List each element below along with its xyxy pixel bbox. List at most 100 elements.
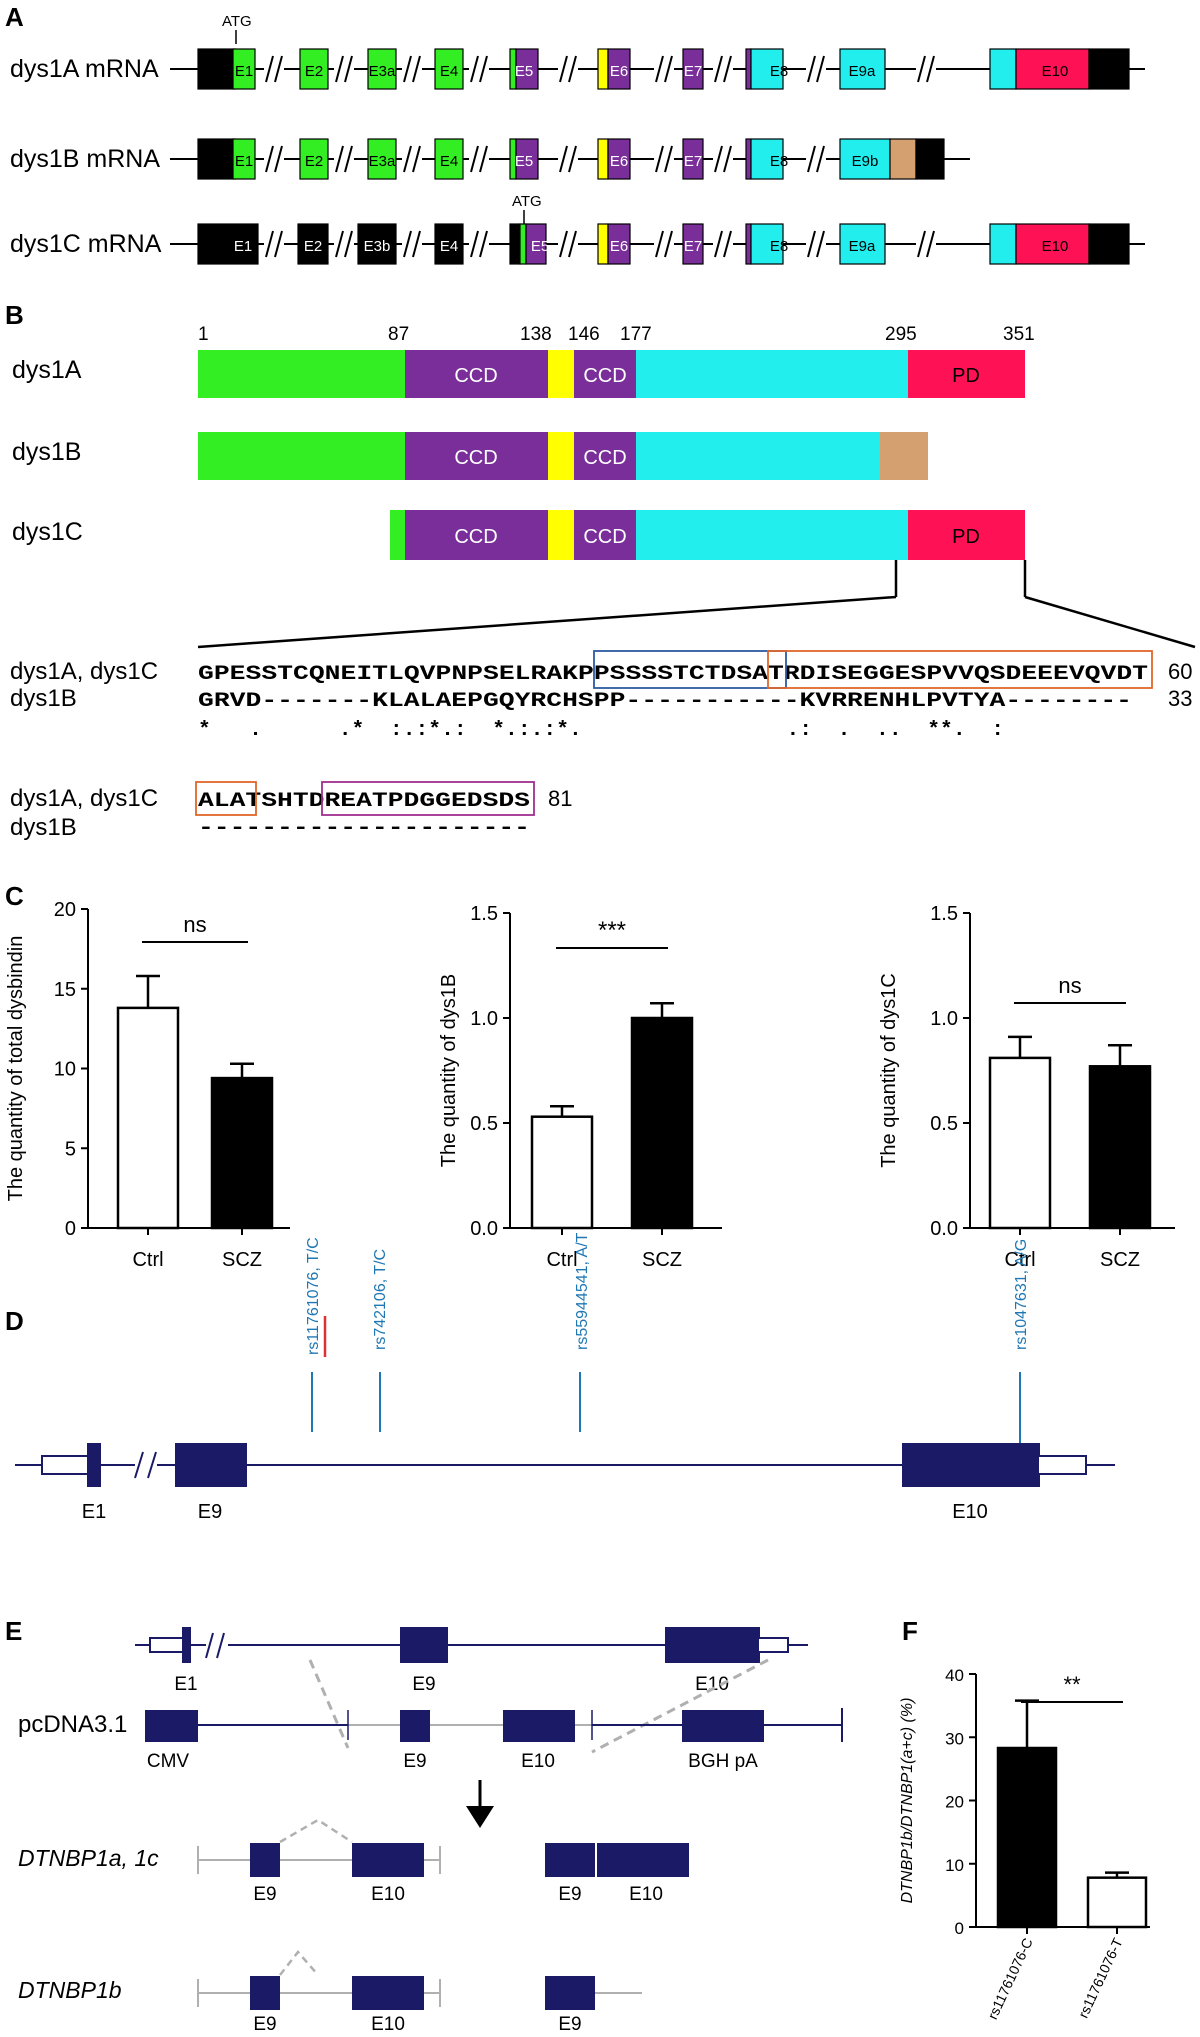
align-label-2: dys1B (10, 685, 77, 712)
break-slash-b-2-0 (274, 230, 283, 258)
break-slash-b-1-3 (479, 145, 488, 173)
y-tick-label: 0 (65, 1218, 76, 1240)
pd-label-1c: PD (952, 526, 980, 548)
c2-e10 (352, 1976, 424, 2010)
bar-SCZ (630, 1016, 694, 1230)
utr-e-left (149, 1637, 186, 1653)
significance-label: ns (183, 912, 206, 937)
vector-e9-label: E9 (403, 1751, 426, 1772)
exon-0-7-part-0 (682, 48, 704, 90)
align-seq-2: GRVD-------KLALAEPGQYRCHSPP-----------KV… (198, 690, 1132, 713)
vector-e9 (400, 1710, 430, 1742)
c2-mrna-e9 (545, 1976, 595, 2010)
exon-label-0-1: E1 (235, 63, 253, 80)
break-slash-b-1-6 (723, 145, 732, 173)
break-gap-0-4 (558, 63, 578, 75)
exon-label-0-3: E3a (369, 63, 396, 80)
box-magenta (321, 781, 535, 816)
exon-2-4-part-2 (525, 223, 547, 265)
y-tick-label: 1.0 (930, 1008, 958, 1030)
break-slash-b-1-0 (274, 145, 283, 173)
align-label-4: dys1B (10, 814, 77, 841)
ccd-label-1c-2: CCD (583, 526, 626, 548)
x-tick-label: Ctrl (132, 1249, 163, 1271)
align-seq-3: ALATSHTDREATPDGGEDSDS (198, 790, 530, 813)
break-gap-1-7 (806, 153, 826, 165)
break-gap-0-6 (713, 63, 733, 75)
exon-label-1-2: E2 (305, 153, 323, 170)
break-gap-1-2 (402, 153, 422, 165)
exon-e9-d (175, 1443, 247, 1487)
utr-e-right (757, 1637, 789, 1653)
break-gap-2-2 (402, 238, 422, 250)
exon-1-7-part-0 (682, 138, 704, 180)
break-gap-0-5 (654, 63, 674, 75)
domain-yellow-1b (548, 432, 574, 480)
break-slash-a-2-1 (335, 230, 344, 258)
exon-label-0-4: E4 (440, 63, 458, 80)
y-tick-label: 0.0 (930, 1218, 958, 1240)
exon-1-6-part-1 (607, 138, 631, 180)
y-axis-label: DTNBP1b/DTNBP1(a+c) (%) (899, 1698, 916, 1904)
exon-label-0-7: E7 (684, 63, 702, 80)
utr-box-left (41, 1455, 91, 1475)
break-slash-b-2-7 (816, 230, 825, 258)
align-num-3: 81 (548, 786, 572, 811)
exon-label-0-6: E6 (610, 63, 628, 80)
break-slash-a-1-5 (655, 145, 664, 173)
panel-d-letter: D (5, 1306, 24, 1336)
break-slash-a-2-4 (559, 230, 568, 258)
break-gap-2-1 (334, 238, 354, 250)
y-axis-label: The quantity of total dysbindin (5, 936, 27, 1202)
domain-ccd1-1c (405, 510, 548, 560)
exon-label-2-7: E8 (770, 238, 788, 255)
y-tick-label: 1.5 (470, 903, 498, 925)
y-tick-label: 0.5 (930, 1113, 958, 1135)
y-axis-label: The quantity of dys1C (878, 973, 900, 1168)
y-tick-label: 20 (54, 899, 76, 921)
x-tick-label: SCZ (222, 1249, 262, 1271)
bgh-label: BGH pA (688, 1751, 758, 1772)
break-gap-1-6 (713, 153, 733, 165)
exon-0-10-part-0 (989, 48, 1017, 90)
position-label-177: 177 (620, 324, 652, 345)
x-tick-label: Ctrl (1004, 1249, 1035, 1271)
exon-label-2-2: E3b (364, 238, 391, 255)
break-slash-a-1-6 (714, 145, 723, 173)
break-slash-a-1-4 (559, 145, 568, 173)
exon-label-2-0: E1 (234, 238, 252, 255)
exon-label-e1-e: E1 (174, 1674, 197, 1695)
break-gap-2-5 (654, 238, 674, 250)
exon-1-9-part-1 (889, 138, 917, 180)
exon-0-3-part-0 (367, 48, 397, 90)
exon-label-2-4: E5 (531, 238, 549, 255)
exon-0-5-part-1 (515, 48, 539, 90)
position-label-1: 1 (198, 324, 209, 345)
exon-2-1-part-0 (297, 223, 329, 265)
x-tick-label: rs11761076-C (984, 1936, 1036, 2022)
break-slash-b-2-2 (412, 230, 421, 258)
break-slash-b-2-6 (723, 230, 732, 258)
significance-label: ** (1063, 1672, 1081, 1697)
x-tick-label: Ctrl (546, 1249, 577, 1271)
break-slash-a-0-7 (807, 55, 816, 83)
snp-label-3: rs55944541, A/T (574, 1232, 591, 1350)
c2-e10-label: E10 (371, 2014, 405, 2035)
domain-yellow-1c (548, 510, 574, 560)
domain-ccd1-1b (405, 432, 548, 480)
construct-2-label: DTNBP1b (18, 1977, 122, 2003)
y-tick-label: 30 (945, 1729, 964, 1748)
c2-mrna-e9-label: E9 (558, 2014, 581, 2035)
domain-n-1c (390, 510, 405, 560)
break-slash-a-2-0 (265, 230, 274, 258)
break-gap-1-5 (654, 153, 674, 165)
vector-e10 (503, 1710, 575, 1742)
ccd-label-1b-2: CCD (583, 447, 626, 469)
